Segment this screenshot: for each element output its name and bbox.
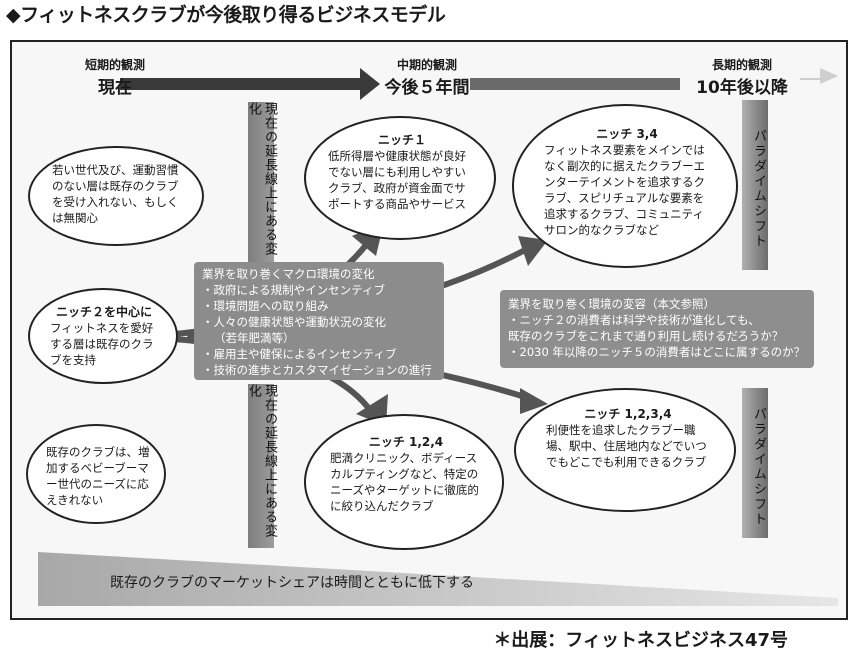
timeline-long: 長期的観測 10年後以降 (682, 56, 802, 98)
page-title: ◆フィットネスクラブが今後取り得るビジネスモデル (6, 4, 446, 26)
timeline-short: 短期的観測 現在 (70, 56, 160, 98)
timeline-long-label: 長期的観測 (711, 58, 772, 72)
macro-item: ・技術の進歩とカスタマイゼーションの進行 (202, 363, 432, 377)
oval-niche2: ニッチ２を中心に フィットネスを愛好する層は既存のクラブを支持 (28, 288, 178, 384)
macro-item: ・雇用主や健保によるインセンティブ (202, 347, 397, 361)
market-share-wedge (38, 552, 838, 606)
macro-item: ・環境問題への取り組み (202, 299, 329, 313)
oval-baby-boomer: 既存のクラブは、増加するベビーブーマー世代のニーズに応えきれない (26, 424, 166, 524)
arrowhead-niche34 (518, 236, 548, 266)
market-share-caption: 既存のクラブのマーケットシェアは時間とともに低下する (110, 575, 474, 591)
paradigm-shift-band-upper: パラダイムシフト (742, 100, 768, 270)
timeline-long-title: 10年後以降 (696, 78, 788, 98)
timeline-short-label: 短期的観測 (84, 58, 145, 72)
oval-young-generation-text: 若い世代及び、運動習慣のない層は既存のクラブを受け入れない、もしくは無関心 (52, 163, 179, 225)
oval-niche1234: ニッチ 1,2,3,4 利便性を追求したクラブー職場、駅中、住居地内などでいつで… (514, 388, 736, 512)
oval-niche2-text: フィットネスを愛好する層は既存のクラブを支持 (50, 321, 154, 367)
timeline-mid: 中期的観測 今後５年間 (372, 56, 482, 98)
env-item: ・ニッチ２の消費者は科学や技術が進化しても、 (508, 313, 760, 327)
timeline-arrow-2 (470, 78, 680, 90)
env-item: 既存のクラブをこれまで通り利用し続けるだろうか？ (508, 329, 784, 343)
oval-young-generation: 若い世代及び、運動習慣のない層は既存のクラブを受け入れない、もしくは無関心 (28, 146, 204, 246)
oval-baby-boomer-text: 既存のクラブは、増加するベビーブーマー世代のニーズに応えきれない (46, 445, 150, 507)
oval-niche2-title: ニッチ２を中心に (55, 305, 152, 319)
env-box-heading: 業界を取り巻く環境の変容（本文参照） (508, 297, 715, 311)
oval-niche1: ニッチ１ 低所得層や健康状態が良好でない層にも利用しやすいクラブ、政府が資金面で… (304, 116, 496, 240)
macro-box-heading: 業界を取り巻くマクロ環境の変化 (202, 267, 375, 281)
macro-environment-box: 業界を取り巻くマクロ環境の変化 ・政府による規制やインセンティブ ・環境問題への… (194, 262, 444, 380)
source-note: ＊出展：フィットネスビジネス47号 (493, 630, 788, 651)
niche1-title: ニッチ１ (377, 133, 426, 147)
extension-band-upper: 現在の延長線上にある変化 (246, 102, 277, 262)
timeline-short-title: 現在 (98, 78, 132, 98)
niche124-text: 肥満クリニック、ボディースカルプティングなど、特定のニーズやターゲットに徹底的に… (330, 451, 479, 513)
niche1-text: 低所得層や健康状態が良好でない層にも利用しやすいクラブ、政府が資金面でサポートす… (328, 149, 466, 211)
macro-item: （若年肥満等） (214, 331, 295, 345)
industry-environment-box: 業界を取り巻く環境の変容（本文参照） ・ニッチ２の消費者は科学や技術が進化しても… (500, 290, 814, 368)
timeline-arrow (120, 68, 380, 100)
niche1234-title: ニッチ 1,2,3,4 (584, 407, 672, 421)
niche124-title: ニッチ 1,2,4 (368, 435, 444, 449)
arrowhead-niche1234 (520, 388, 548, 414)
env-item: ・2030 年以降のニッチ５の消費者はどこに属するのか？ (508, 345, 806, 359)
oval-niche34: ニッチ 3,4 フィットネス要素をメインではなく副次的に据えたクラブーエンターテ… (512, 104, 738, 268)
niche34-title: ニッチ 3,4 (596, 127, 658, 141)
niche34-text: フィットネス要素をメインではなく副次的に据えたクラブーエンターテイメントを追求す… (544, 143, 705, 237)
extension-band-lower: 現在の延長線上にある変化 (246, 384, 277, 548)
paradigm-shift-band-lower: パラダイムシフト (742, 388, 768, 538)
timeline-mid-label: 中期的観測 (396, 58, 457, 72)
macro-item: ・政府による規制やインセンティブ (202, 283, 385, 297)
niche1234-text: 利便性を追求したクラブー職場、駅中、住居地内などでいつでもどこでも利用できるクラ… (546, 423, 707, 469)
oval-niche124: ニッチ 1,2,4 肥満クリニック、ボディースカルプティングなど、特定のニーズや… (304, 414, 504, 550)
timeline-arrow-3 (800, 68, 838, 84)
timeline-mid-title: 今後５年間 (384, 78, 470, 98)
macro-item: ・人々の健康状態や運動状況の変化 (202, 315, 386, 329)
